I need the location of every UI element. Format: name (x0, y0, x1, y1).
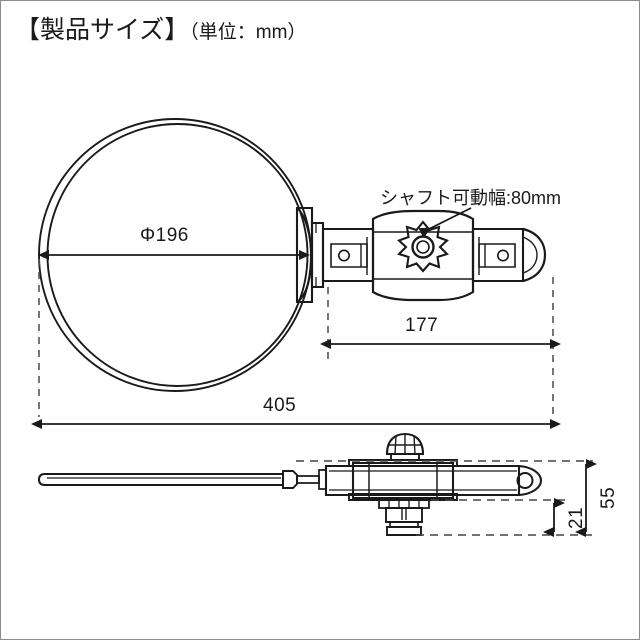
side-view (39, 434, 541, 535)
page-title: 【製品サイズ】（単位：mm） (15, 18, 306, 43)
shaft-travel-callout-label: シャフト可動幅:80mm (380, 188, 562, 208)
top-knob-collar[interactable] (391, 454, 419, 460)
shaft-end-cap-inner (523, 237, 537, 273)
side-body-tube (326, 466, 519, 495)
mount-plate (379, 500, 429, 508)
side-end-cap-eye (518, 473, 533, 488)
adjust-knob-bore (417, 241, 429, 253)
shaft-end-cap (523, 229, 545, 281)
dimension-label-mirror-diameter: Φ196 (140, 225, 189, 246)
shaft-left-rib (361, 237, 367, 275)
mirror-back-cap (297, 208, 312, 302)
side-pivot-connector (283, 471, 297, 488)
side-center-flange-bottom (349, 494, 457, 500)
side-center-block (353, 463, 453, 498)
dimension-label-overall-length: 405 (263, 395, 297, 416)
mount-foot (387, 527, 421, 535)
shaft-center-housing (373, 211, 473, 300)
dimension-label-overall-height: 55 (598, 486, 619, 509)
page-title-unit: （単位：mm） (189, 22, 307, 43)
dimension-label-mount-height: 21 (566, 506, 587, 529)
page-title-main: 【製品サイズ】 (15, 16, 190, 44)
top-knob-ribs (388, 434, 422, 454)
shaft-travel-callout-leader (418, 208, 471, 238)
mount-barrel (386, 508, 422, 522)
adjust-knob-knurl[interactable] (399, 222, 447, 271)
shaft-left-hole (339, 250, 349, 260)
pivot-boss-flange-top (312, 223, 316, 233)
adjust-knob-hub[interactable] (413, 237, 434, 258)
side-connector-neck (297, 476, 319, 483)
side-body-end-cap (519, 466, 541, 495)
shaft-right-hole (498, 250, 508, 260)
pivot-boss-outer (312, 223, 323, 287)
side-center-flange-top (349, 460, 457, 466)
mirror-plate-profile (39, 474, 283, 485)
dimension-label-shaft-length: 177 (405, 315, 439, 336)
mount-ribs (389, 500, 419, 508)
pivot-boss-flange-bottom (312, 277, 316, 287)
shaft-right-rib (479, 237, 485, 275)
mount-barrel-slot (402, 509, 406, 520)
